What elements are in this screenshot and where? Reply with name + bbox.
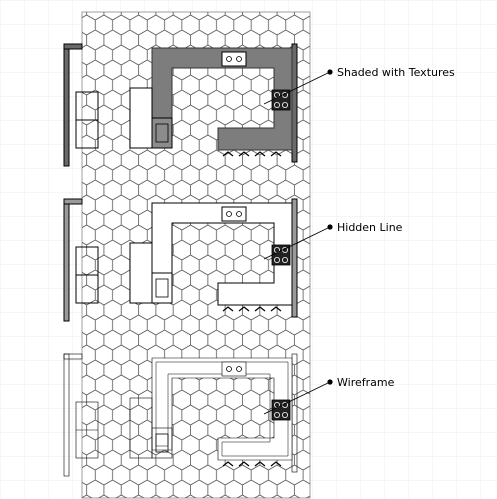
plan-hidden: Hidden Line [63,198,403,322]
leader-line [263,381,331,415]
burner [273,102,280,109]
oven-door [155,433,169,453]
leader-dot [327,379,333,385]
left-wall-top [63,43,83,50]
leader-dot [327,69,333,75]
plan-wire: Wireframe [63,353,395,477]
left-wall-top [63,353,83,360]
burner [281,102,288,109]
sink-bowl-right [236,56,242,62]
bar-stool [254,151,266,157]
bar-stool [254,461,266,467]
sink-bowl-left [226,366,232,372]
plan-shaded: Shaded with Textures [63,43,455,167]
bar-stool [270,306,282,312]
bar-stool [222,461,234,467]
sink-bowl-right [236,366,242,372]
counter-u [151,357,293,461]
sink [221,51,247,67]
sink-bowl-left [226,211,232,217]
burner [281,412,288,419]
oven-cabinet [151,272,173,304]
bar-stool [270,151,282,157]
bar-stool [254,306,266,312]
view-label-wire: Wireframe [337,376,395,389]
leader-line [263,226,331,260]
oven-door [155,278,169,298]
leader-line [263,71,331,105]
leader-dot [327,224,333,230]
left-wall-top [63,198,83,205]
sink [221,361,247,377]
burner [273,257,280,264]
oven-cabinet [151,117,173,149]
sink-bowl-left [226,56,232,62]
right-wall [291,198,298,318]
burner [281,257,288,264]
view-label-shaded: Shaded with Textures [337,66,455,79]
oven-door [155,123,169,143]
right-wall [291,43,298,163]
left-wall [63,198,70,322]
bar-stool [238,306,250,312]
bar-stool [222,306,234,312]
bar-stool [270,461,282,467]
left-wall [63,43,70,167]
bar-stool [222,151,234,157]
pantry-cabinet [129,87,153,149]
burner [273,412,280,419]
sink-bowl-right [236,211,242,217]
bar-stool [238,461,250,467]
pantry-cabinet [129,242,153,304]
counter-inner-edge [155,361,289,457]
view-label-hidden: Hidden Line [337,221,403,234]
sink [221,206,247,222]
oven-cabinet [151,427,173,459]
bar-stool [238,151,250,157]
